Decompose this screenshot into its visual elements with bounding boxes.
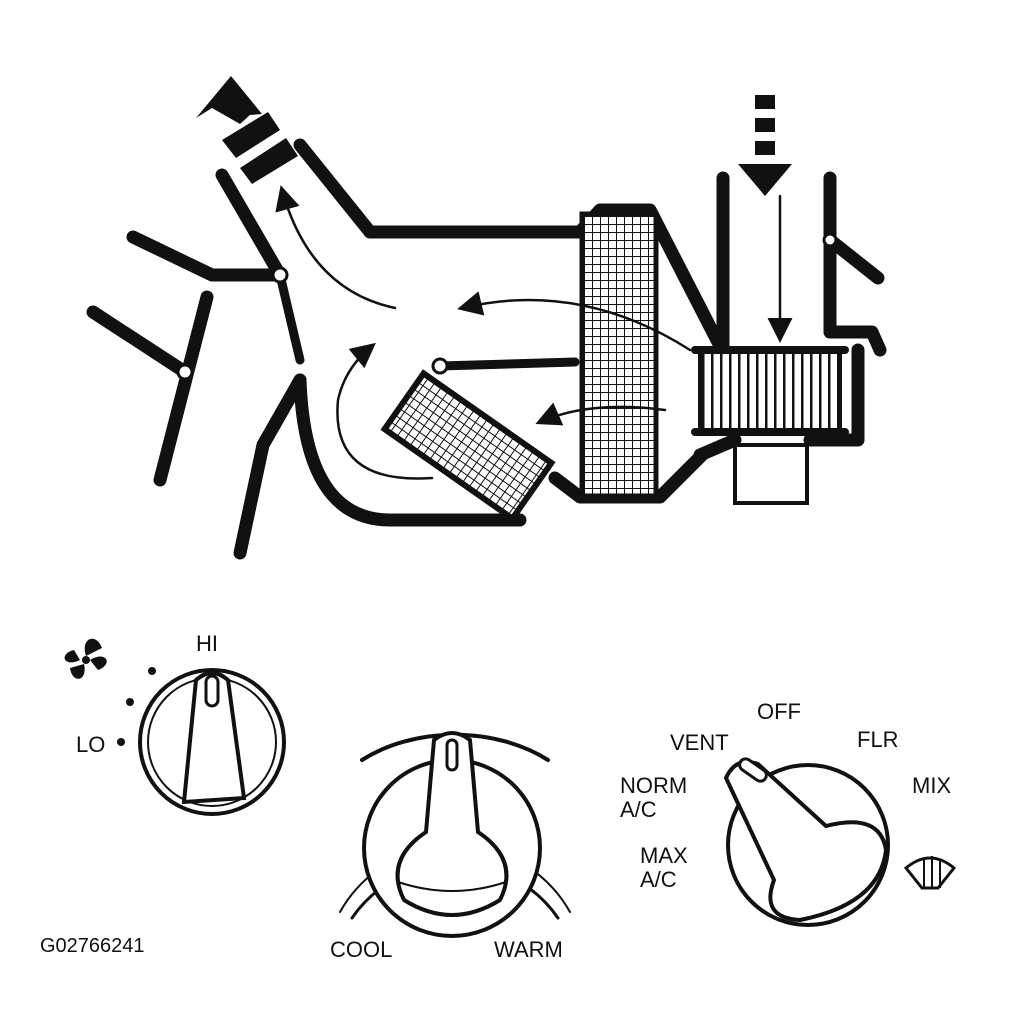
blower-wheel — [691, 346, 849, 505]
blower-low-label: LO — [76, 732, 106, 757]
mode-max-ac-label-line2: A/C — [640, 867, 677, 892]
outlet-airflow-arrow — [196, 76, 298, 184]
mode-norm-ac-label-line2: A/C — [620, 797, 657, 822]
heater-core — [380, 369, 556, 523]
inlet-airflow-arrow — [738, 95, 792, 196]
figure-reference-id: G02766241 — [40, 935, 145, 957]
mode-floor-label: FLR — [857, 727, 899, 752]
blower-speed-knob[interactable] — [138, 668, 286, 816]
airflow-path-arrows — [275, 185, 793, 480]
blower-high-label: HI — [196, 631, 218, 656]
mode-mix-label: MIX — [912, 773, 952, 798]
door-pivot — [176, 232, 838, 381]
temperature-warm-label: WARM — [494, 937, 563, 962]
mode-norm-ac-label-line1: NORM — [620, 773, 688, 798]
mode-off-label: OFF — [757, 699, 801, 724]
mode-max-ac-label-line1: MAX — [640, 843, 688, 868]
temperature-cool-label: COOL — [330, 937, 393, 962]
mode-knob[interactable] — [723, 756, 890, 927]
hvac-housing — [86, 138, 887, 560]
defrost-icon — [903, 856, 957, 890]
evaporator-core — [579, 211, 659, 499]
fan-icon — [64, 638, 107, 679]
temperature-knob[interactable] — [339, 731, 571, 938]
mode-vent-label: VENT — [670, 730, 729, 755]
speed-dot — [117, 667, 156, 746]
